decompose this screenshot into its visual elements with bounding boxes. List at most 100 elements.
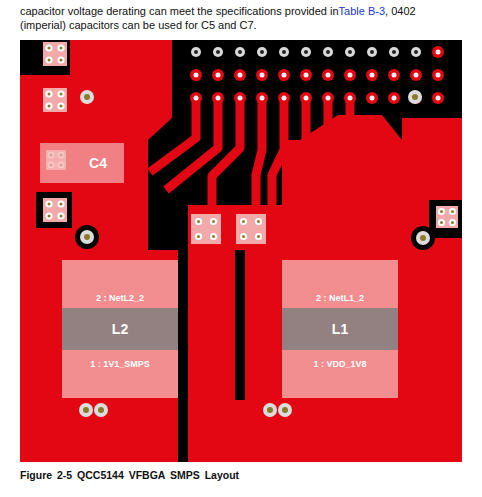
via-group: [236, 214, 266, 244]
table-reference: Table B-3: [339, 5, 385, 17]
caption-text: Figure 2-5 QCC5144 VFBGA SMPS Layout: [20, 469, 239, 481]
bga-ball: [344, 92, 356, 104]
bga-ball: [345, 47, 355, 57]
bga-hole: [216, 96, 221, 101]
via-hole: [451, 221, 454, 224]
via-hole: [242, 220, 245, 223]
via-ring: [301, 47, 311, 57]
pad-net-label: 2 : NetL2_2: [62, 260, 178, 308]
via-ring: [195, 218, 202, 225]
via-ring: [263, 403, 277, 417]
bga-hole: [348, 73, 353, 78]
bga-ball: [411, 47, 421, 57]
via-hole: [304, 50, 308, 54]
copper-pour: [282, 115, 462, 462]
bga-pad: [432, 92, 444, 104]
via-ring: [210, 218, 217, 225]
via-hole: [84, 234, 90, 240]
via-hole: [48, 203, 51, 206]
via-hole: [440, 210, 443, 213]
pad-net-label: 1 : 1V1_SMPS: [62, 350, 178, 398]
via-ring: [210, 233, 217, 240]
bga-hole: [392, 96, 397, 101]
via-hole: [98, 407, 104, 413]
via-ring: [80, 230, 94, 244]
via-ring: [278, 403, 292, 417]
bga-ball: [191, 47, 201, 57]
bga-hole: [194, 96, 199, 101]
via-ring: [255, 233, 262, 240]
via-ring: [45, 44, 52, 51]
via-ring: [255, 218, 262, 225]
via-ring: [240, 218, 247, 225]
capacitor-footprint: C4: [40, 143, 124, 183]
bga-ball: [256, 92, 268, 104]
copper-trace: [150, 98, 196, 172]
via-ring: [57, 90, 64, 97]
bga-ball: [366, 92, 378, 104]
via-hole: [440, 221, 443, 224]
via-hole: [412, 94, 418, 100]
via-hole: [48, 105, 51, 108]
copper-pour: [188, 205, 282, 462]
copper-trace: [312, 98, 328, 142]
copper-trace: [212, 98, 240, 210]
via-hole: [282, 50, 286, 54]
bga-hole: [414, 73, 419, 78]
via-group: [191, 214, 221, 244]
body-text: capacitor voltage derating can meet the …: [20, 5, 339, 17]
part-label: L2: [62, 308, 178, 350]
bga-ball: [190, 69, 202, 81]
copper-traces: [150, 98, 350, 210]
bga-pad: [278, 69, 290, 81]
via-hole: [414, 50, 418, 54]
via-ring: [45, 102, 52, 109]
bga-hole: [370, 73, 375, 78]
bga-pad: [278, 92, 290, 104]
via-ring: [45, 56, 52, 63]
via-hole: [83, 407, 89, 413]
bga-ball: [366, 69, 378, 81]
via-hole: [216, 50, 220, 54]
bga-pad: [322, 92, 334, 104]
via-hole: [212, 220, 215, 223]
pad-net-label: 2 : NetL1_2: [282, 260, 398, 308]
bga-hole: [282, 96, 287, 101]
clearance: [75, 225, 99, 249]
via-ring: [57, 102, 64, 109]
via-hole: [60, 105, 63, 108]
via-hole: [48, 59, 51, 62]
via-pad: [43, 88, 67, 112]
bga-ball: [279, 47, 289, 57]
via-ring: [191, 47, 201, 57]
via-hole: [60, 203, 63, 206]
via-ring: [94, 403, 108, 417]
via-ring: [389, 47, 399, 57]
via-hole: [197, 235, 200, 238]
via-group: [43, 198, 67, 222]
bga-hole: [260, 73, 265, 78]
bga-hole: [282, 73, 287, 78]
bga-pad: [212, 92, 224, 104]
via-hole: [238, 50, 242, 54]
part-label: C4: [40, 143, 124, 183]
bga-ball: [322, 69, 334, 81]
via-hole: [326, 50, 330, 54]
via-hole: [48, 215, 51, 218]
bga-pad: [322, 69, 334, 81]
clearance: [429, 200, 462, 238]
via-hole: [60, 215, 63, 218]
via-hole: [197, 220, 200, 223]
via-ring: [345, 47, 355, 57]
bga-pad: [432, 69, 444, 81]
via-ring: [416, 231, 430, 245]
bga-ball: [213, 47, 223, 57]
via-hole: [60, 59, 63, 62]
via-ring: [57, 212, 64, 219]
via-hole: [242, 235, 245, 238]
via-ring: [45, 90, 52, 97]
bga-ball: [300, 92, 312, 104]
bga-hole: [348, 96, 353, 101]
bga-hole: [326, 73, 331, 78]
via-hole: [84, 94, 90, 100]
